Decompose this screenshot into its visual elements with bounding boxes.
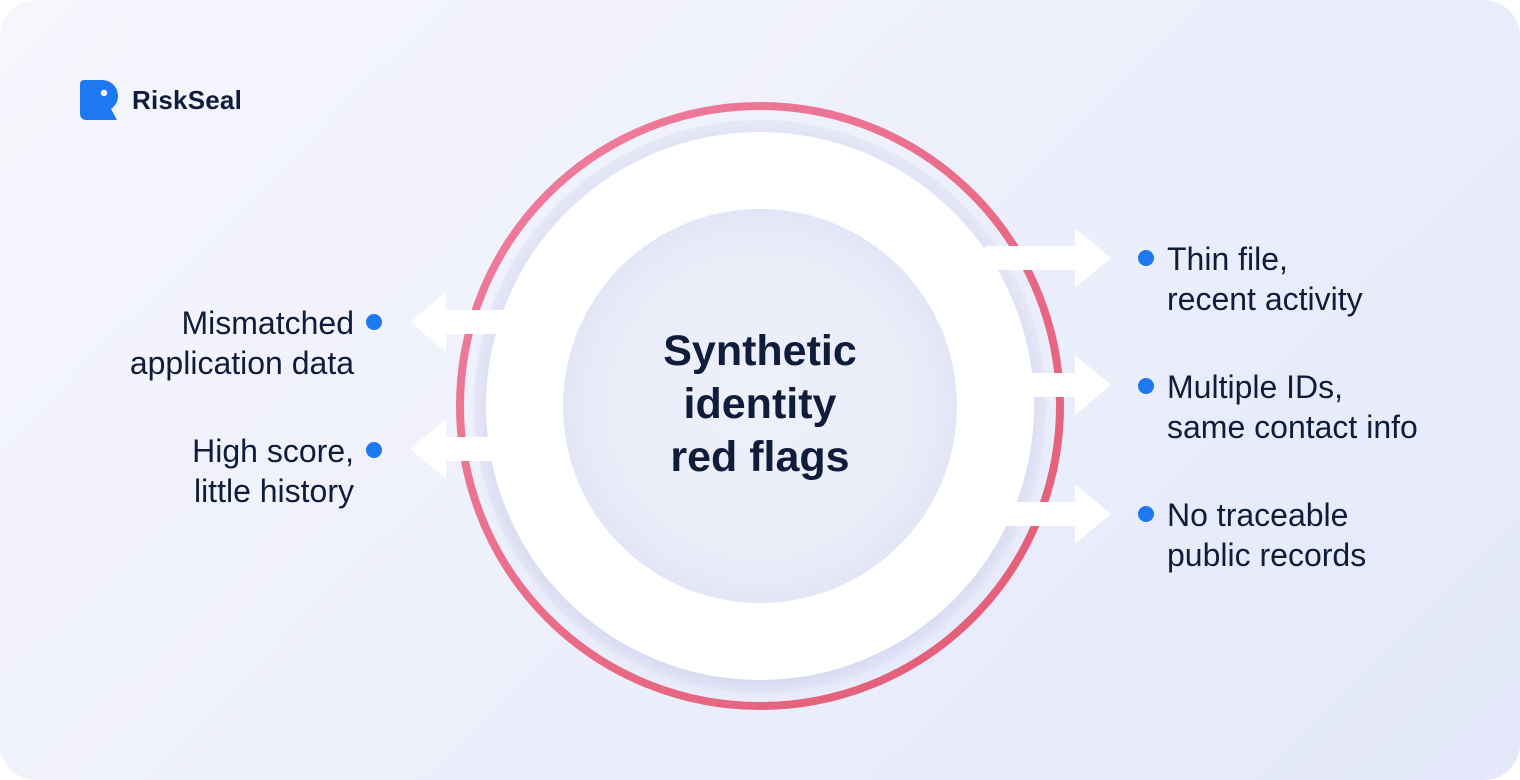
brand-logo: RiskSeal [80, 80, 242, 120]
arrow-right-1 [985, 228, 1111, 288]
bullet-dot [1138, 378, 1154, 394]
arrow-right-3 [995, 484, 1111, 544]
title-line: identity [683, 380, 837, 428]
arrow-left-2 [410, 419, 501, 479]
bullet-dot [366, 314, 382, 330]
bullet-dot [1138, 506, 1154, 522]
flag-no-public-records: No traceable public records [1167, 495, 1366, 575]
flag-multiple-ids: Multiple IDs, same contact info [1167, 367, 1418, 447]
flag-label-line: same contact info [1167, 409, 1418, 445]
flag-label-line: public records [1167, 537, 1367, 573]
bullet-dot [1138, 250, 1154, 266]
flag-label-line: Mismatched [181, 305, 355, 341]
outer-ring [456, 102, 1064, 710]
flag-label-line: Multiple IDs, [1167, 369, 1344, 405]
title-line: Synthetic [663, 327, 857, 375]
flag-high-score: High score, little history [192, 431, 354, 511]
inner-core [563, 209, 957, 603]
flag-label-line: High score, [192, 433, 354, 469]
flag-label-line: little history [193, 473, 354, 509]
flag-label-line: application data [129, 345, 354, 381]
flag-thin-file: Thin file, recent activity [1167, 239, 1363, 319]
flag-mismatched-data: Mismatched application data [130, 303, 354, 383]
flag-label-line: No traceable [1167, 497, 1349, 533]
arrow-left-1 [410, 292, 516, 352]
seal-logo-icon [80, 80, 118, 120]
bullet-dot [366, 442, 382, 458]
brand-name: RiskSeal [132, 84, 243, 115]
flag-label-line: Thin file, [1167, 241, 1288, 277]
flag-label-line: recent activity [1167, 281, 1363, 317]
arrow-right-2 [1010, 355, 1111, 415]
title-line: red flags [670, 433, 850, 481]
diagram-title: Synthetic identity red flags [610, 325, 910, 484]
